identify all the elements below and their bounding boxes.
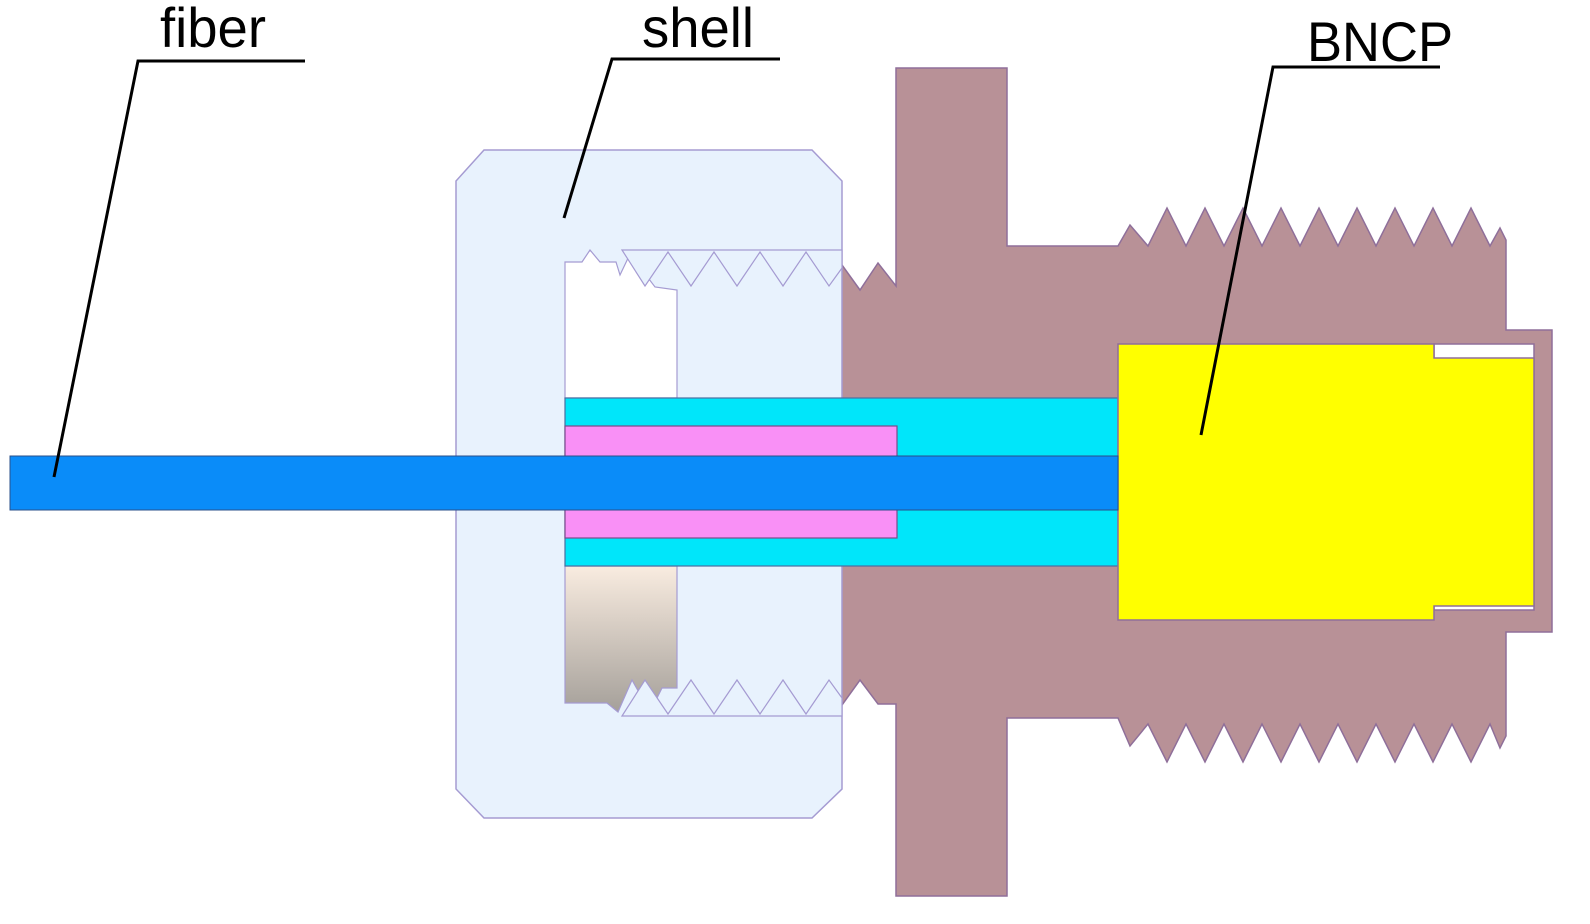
bncp-label: BNCP xyxy=(1307,10,1453,73)
bncp-block xyxy=(1117,343,1535,621)
shell-threads-bottom xyxy=(620,678,843,717)
shell-leader-line xyxy=(562,57,780,219)
fiber xyxy=(9,455,1119,511)
bncp-leader-line xyxy=(1199,65,1440,436)
shell-gap-bottom xyxy=(564,565,678,714)
shell-threads-top xyxy=(620,249,843,288)
fiber-label: fiber xyxy=(160,0,266,59)
fiber-leader-line xyxy=(52,59,305,478)
shell-label: shell xyxy=(642,0,754,59)
